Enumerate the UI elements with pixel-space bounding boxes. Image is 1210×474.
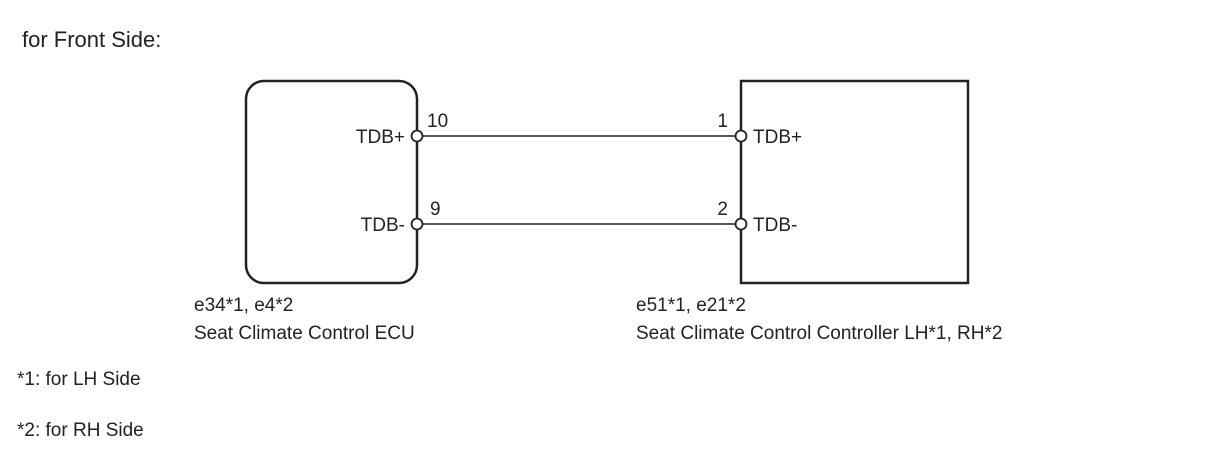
left-pin-signal-tdb-minus: TDB-	[361, 215, 405, 236]
right-pin-signal-tdb-plus: TDB+	[753, 127, 802, 148]
right-component-code: e51*1, e21*2	[636, 295, 746, 316]
seat-climate-control-controller-box	[739, 79, 970, 285]
left-pin-number-10: 10	[427, 111, 448, 132]
right-pin-number-1: 1	[717, 111, 728, 132]
left-component-name: Seat Climate Control ECU	[194, 323, 415, 344]
left-pin-signal-tdb-plus: TDB+	[356, 127, 405, 148]
left-terminal-tdb-plus	[410, 129, 424, 143]
right-pin-signal-tdb-minus: TDB-	[753, 215, 797, 236]
left-component-code: e34*1, e4*2	[194, 295, 293, 316]
right-component-name: Seat Climate Control Controller LH*1, RH…	[636, 323, 1002, 344]
left-terminal-tdb-minus	[410, 217, 424, 231]
note-lh-side: *1: for LH Side	[17, 369, 141, 390]
seat-climate-control-ecu-box	[244, 79, 419, 285]
note-rh-side: *2: for RH Side	[17, 420, 144, 441]
left-pin-number-9: 9	[430, 199, 441, 220]
right-terminal-tdb-minus	[734, 217, 748, 231]
right-terminal-tdb-plus	[734, 129, 748, 143]
diagram-heading: for Front Side:	[22, 27, 161, 52]
right-pin-number-2: 2	[717, 199, 728, 220]
